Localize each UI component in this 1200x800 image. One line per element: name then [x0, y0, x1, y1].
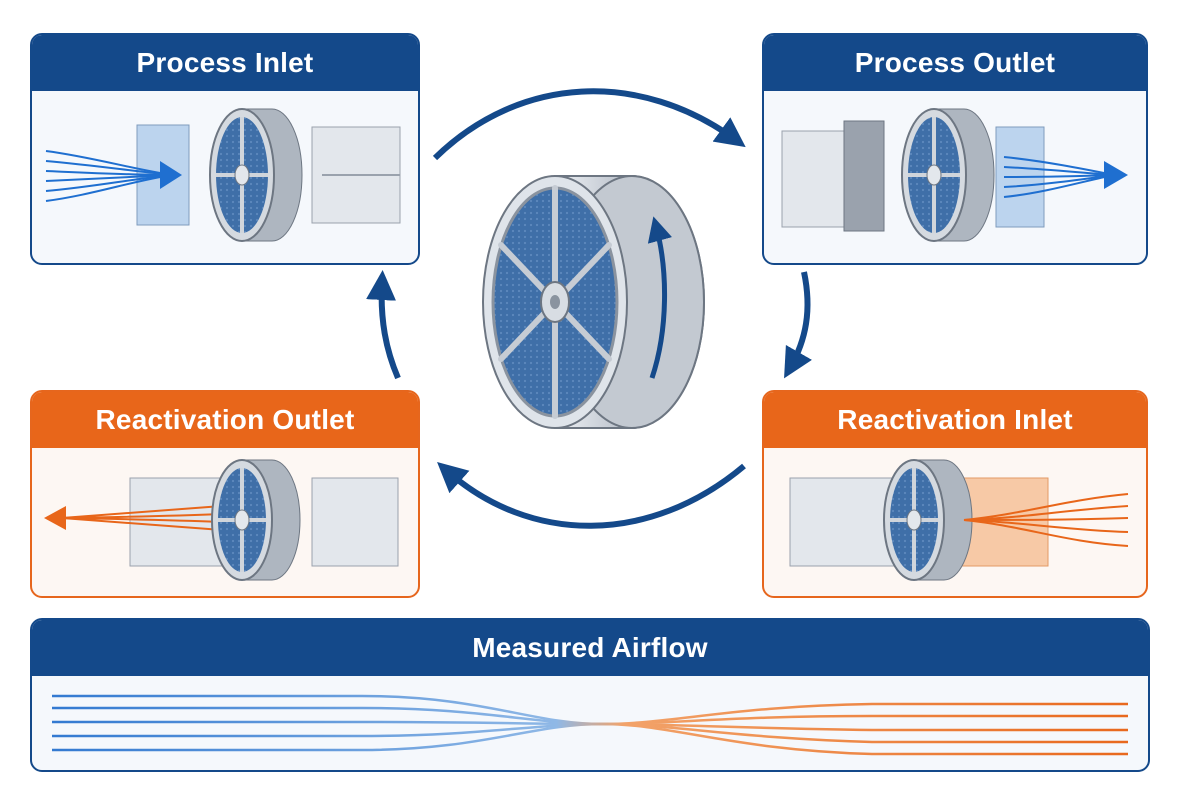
process-inlet-illustration	[45, 108, 401, 242]
reactivation-outlet-panel: Reactivation Outlet	[30, 390, 420, 598]
duct-icon	[789, 477, 901, 567]
process-outlet-panel: Process Outlet	[762, 33, 1148, 265]
process-outlet-title: Process Outlet	[764, 35, 1146, 91]
desiccant-wheel-icon	[901, 108, 995, 242]
cycle-arrow-icon	[784, 271, 812, 379]
process-outlet-illustration	[781, 108, 1128, 242]
duct-icon	[311, 477, 399, 567]
process-inlet-panel: Process Inlet	[30, 33, 420, 265]
measured-airflow-panel: Measured Airflow	[30, 618, 1150, 772]
desiccant-wheel-icon	[211, 459, 301, 581]
desiccant-wheel-icon	[883, 459, 973, 581]
airflow-arrow-icon	[45, 150, 173, 202]
airflow-lines	[52, 694, 1128, 756]
desiccant-wheel-icon	[209, 108, 303, 242]
measured-airflow-illustration	[52, 694, 1128, 756]
cycle-arrow-icon	[366, 270, 401, 380]
desiccant-wheel-icon	[482, 175, 705, 429]
reactivation-inlet-illustration	[789, 459, 1129, 581]
airflow-arrow-icon	[963, 493, 1129, 547]
rotation-arrow-icon	[647, 216, 673, 379]
cycle-arrow-icon	[432, 88, 746, 161]
airflow-arrow-icon	[61, 505, 223, 531]
process-inlet-title: Process Inlet	[32, 35, 418, 91]
reactivation-inlet-title: Reactivation Inlet	[764, 392, 1146, 448]
measured-airflow-title: Measured Airflow	[32, 620, 1148, 676]
reactivation-inlet-panel: Reactivation Inlet	[762, 390, 1148, 598]
duct-icon	[781, 130, 853, 228]
cycle-arrow-icon	[437, 462, 746, 529]
reactivation-outlet-illustration	[44, 459, 399, 581]
reactivation-outlet-title: Reactivation Outlet	[32, 392, 418, 448]
